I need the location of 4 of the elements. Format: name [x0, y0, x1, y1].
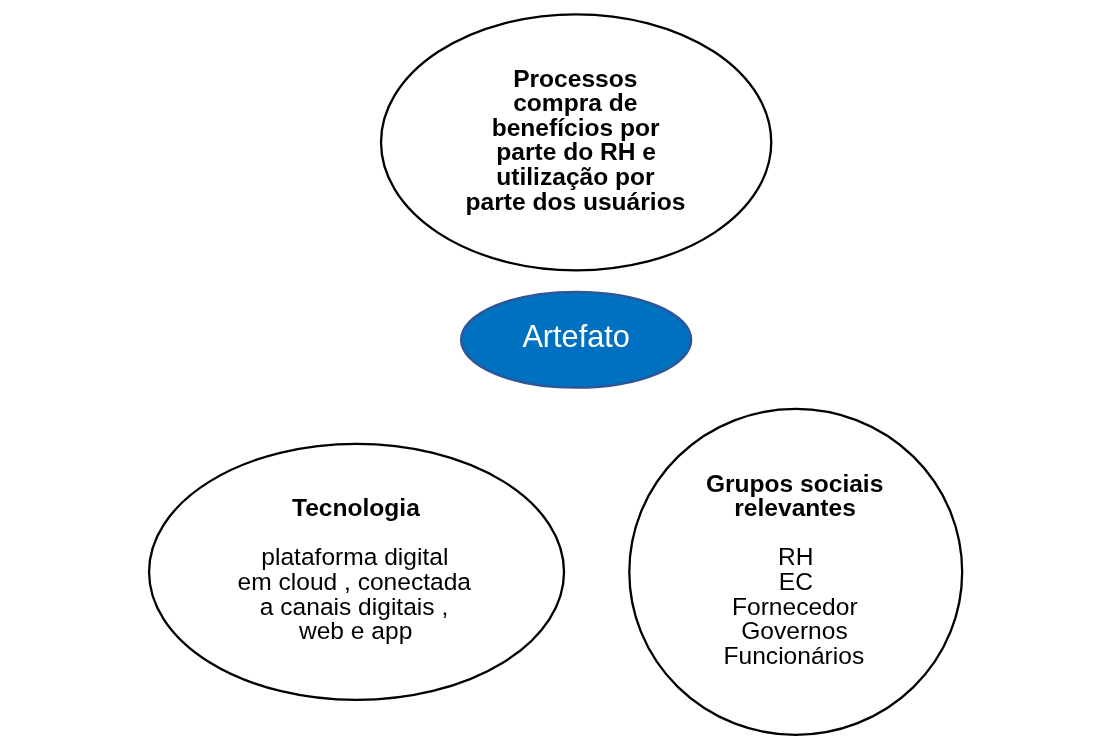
node-ellipse: Artefato — [459, 290, 692, 389]
node-ellipse: Tecnologia plataforma digital em cloud , conectada a canais digitais , web e app — [147, 442, 565, 702]
node-circle: Grupos sociais relevantes RH EC Fornecedor Governos Funcionários — [627, 407, 963, 736]
node-ellipse: Processos compra de benefícios por parte do RH e utilização por parte dos usuários — [379, 13, 772, 272]
